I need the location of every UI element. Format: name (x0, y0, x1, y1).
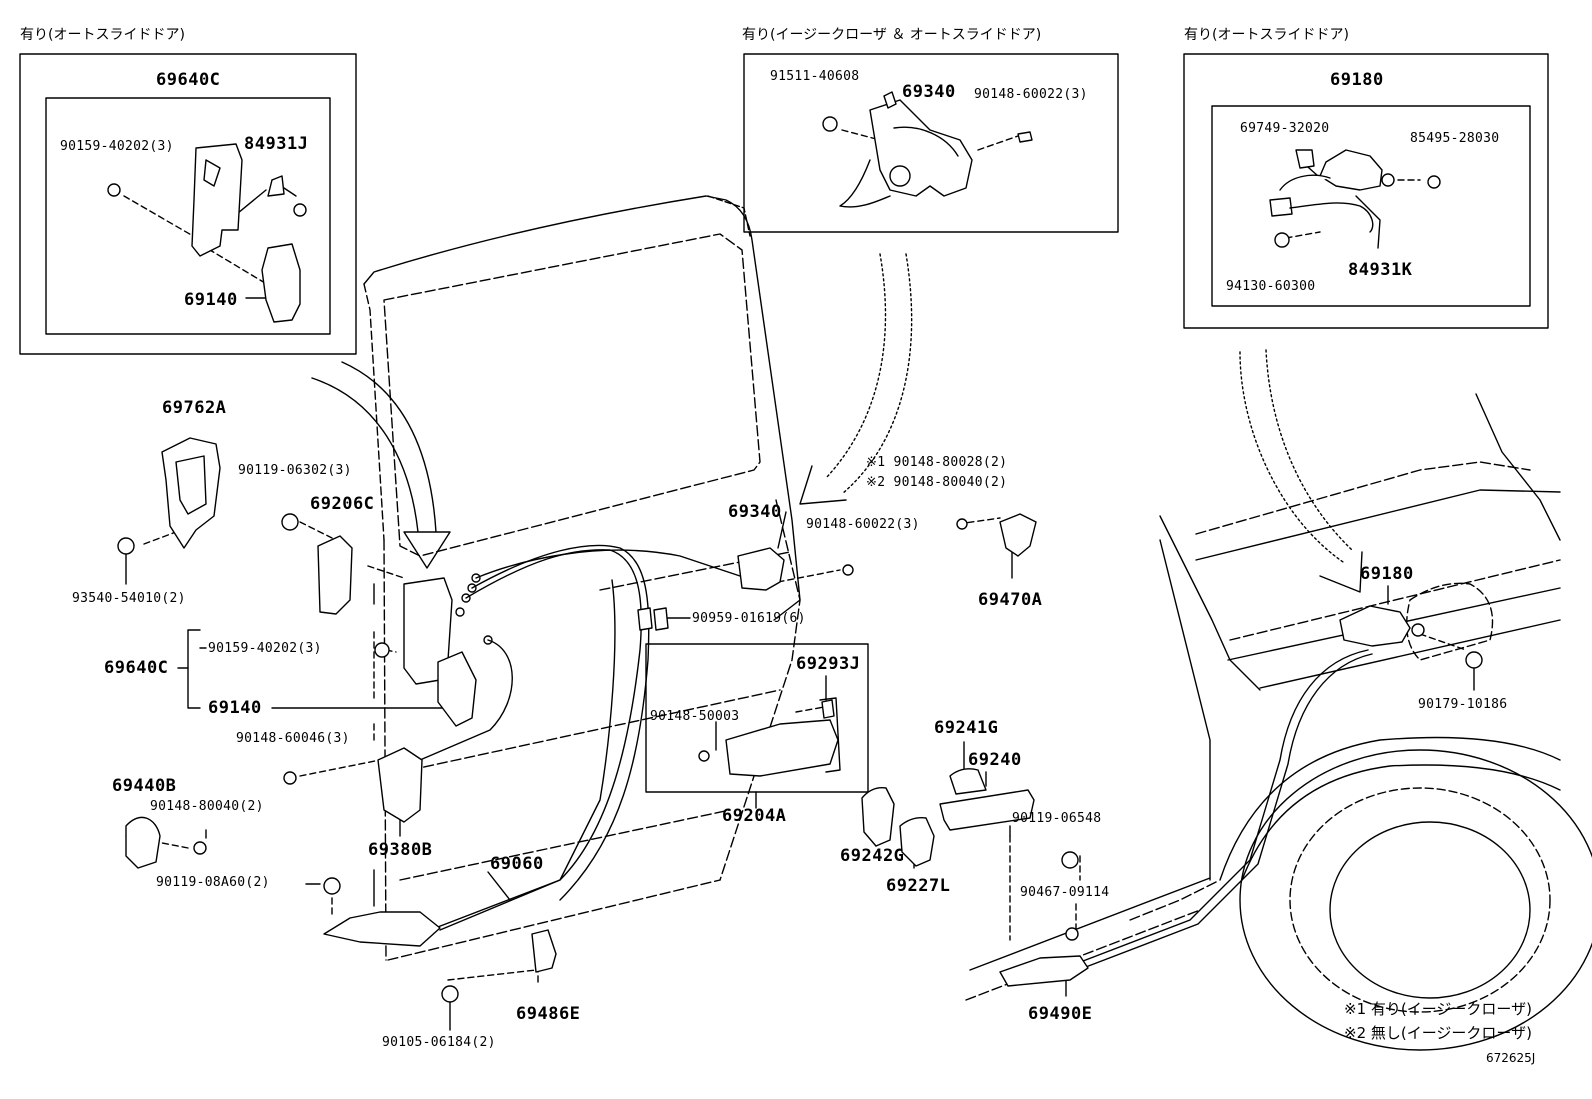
detail-box-left (19, 53, 357, 355)
part-label-69242G[interactable]: 69242G (840, 846, 905, 866)
arrow-center (799, 253, 913, 505)
components (107, 91, 1483, 1003)
part-label-90959-01619[interactable]: 90959-01619(6) (692, 611, 806, 626)
part-label-69180-detail[interactable]: 69180 (1330, 70, 1384, 90)
part-label-69206C[interactable]: 69206C (310, 494, 375, 514)
part-label-90148-50003[interactable]: 90148-50003 (650, 709, 740, 724)
group-bracket (177, 629, 449, 709)
part-label-90119-06548[interactable]: 90119-06548 (1012, 811, 1102, 826)
part-label-90148-80028[interactable]: ※1 90148-80028(2) (866, 455, 1008, 470)
part-label-69060[interactable]: 69060 (490, 854, 544, 874)
part-label-90148-60022-detail[interactable]: 90148-60022(3) (974, 87, 1088, 102)
footnote-2: ※2 無し(イージークローザ) (1344, 1024, 1532, 1042)
arrow-left (311, 361, 451, 569)
part-label-69640C[interactable]: 69640C (104, 658, 169, 678)
part-label-90179-10186[interactable]: 90179-10186 (1418, 697, 1508, 712)
part-label-69490E[interactable]: 69490E (1028, 1004, 1093, 1024)
part-label-69241G[interactable]: 69241G (934, 718, 999, 738)
figure-id: 672625J (1486, 1051, 1536, 1065)
part-label-90159-40202[interactable]: 90159-40202(3) (208, 641, 322, 656)
part-label-85495-28030[interactable]: 85495-28030 (1410, 131, 1500, 146)
part-label-90148-60022[interactable]: 90148-60022(3) (806, 517, 920, 532)
arrow-right (1239, 349, 1363, 593)
part-label-90467-09114[interactable]: 90467-09114 (1020, 885, 1110, 900)
part-label-94130-60300[interactable]: 94130-60300 (1226, 279, 1316, 294)
part-label-69140-detail[interactable]: 69140 (184, 290, 238, 310)
part-label-69240[interactable]: 69240 (968, 750, 1022, 770)
part-label-93540-54010[interactable]: 93540-54010(2) (72, 591, 186, 606)
part-label-90148-80040-left[interactable]: 90148-80040(2) (150, 799, 264, 814)
part-label-69340-detail[interactable]: 69340 (902, 82, 956, 102)
part-label-91511-40608[interactable]: 91511-40608 (770, 69, 860, 84)
footnote-1: ※1 有り(イージークローザ) (1344, 1000, 1532, 1018)
part-label-90148-60046[interactable]: 90148-60046(3) (236, 731, 350, 746)
part-label-69440B[interactable]: 69440B (112, 776, 177, 796)
part-label-69749-32020[interactable]: 69749-32020 (1240, 121, 1330, 136)
header-center: 有り(イージークローザ ＆ オートスライドドア) (742, 27, 1042, 43)
part-label-69180[interactable]: 69180 (1360, 564, 1414, 584)
part-label-69470A[interactable]: 69470A (978, 590, 1043, 610)
part-label-90105-06184[interactable]: 90105-06184(2) (382, 1035, 496, 1050)
part-label-69762A[interactable]: 69762A (162, 398, 227, 418)
header-left: 有り(オートスライドドア) (20, 27, 185, 43)
part-label-69140[interactable]: 69140 (208, 698, 262, 718)
part-label-69293J[interactable]: 69293J (796, 654, 861, 674)
part-label-84931K[interactable]: 84931K (1348, 260, 1413, 280)
detail-box-69204A (645, 643, 869, 793)
part-label-69340[interactable]: 69340 (728, 502, 782, 522)
vehicle-body (965, 393, 1592, 1051)
detail-box-right (1183, 53, 1549, 329)
cable-ends (455, 573, 493, 645)
part-label-90119-06302[interactable]: 90119-06302(3) (238, 463, 352, 478)
part-label-69380B[interactable]: 69380B (368, 840, 433, 860)
part-label-90148-80040[interactable]: ※2 90148-80040(2) (866, 475, 1008, 490)
part-label-90159-40202-detail[interactable]: 90159-40202(3) (60, 139, 174, 154)
part-label-84931J[interactable]: 84931J (244, 134, 309, 154)
header-right: 有り(オートスライドドア) (1184, 27, 1349, 43)
part-label-69204A[interactable]: 69204A (722, 806, 787, 826)
part-label-69640C-detail[interactable]: 69640C (156, 70, 221, 90)
cables (419, 544, 1373, 971)
part-label-69486E[interactable]: 69486E (516, 1004, 581, 1024)
part-label-90119-08A60[interactable]: 90119-08A60(2) (156, 875, 270, 890)
detail-box-center (743, 53, 1119, 233)
part-label-69227L[interactable]: 69227L (886, 876, 951, 896)
